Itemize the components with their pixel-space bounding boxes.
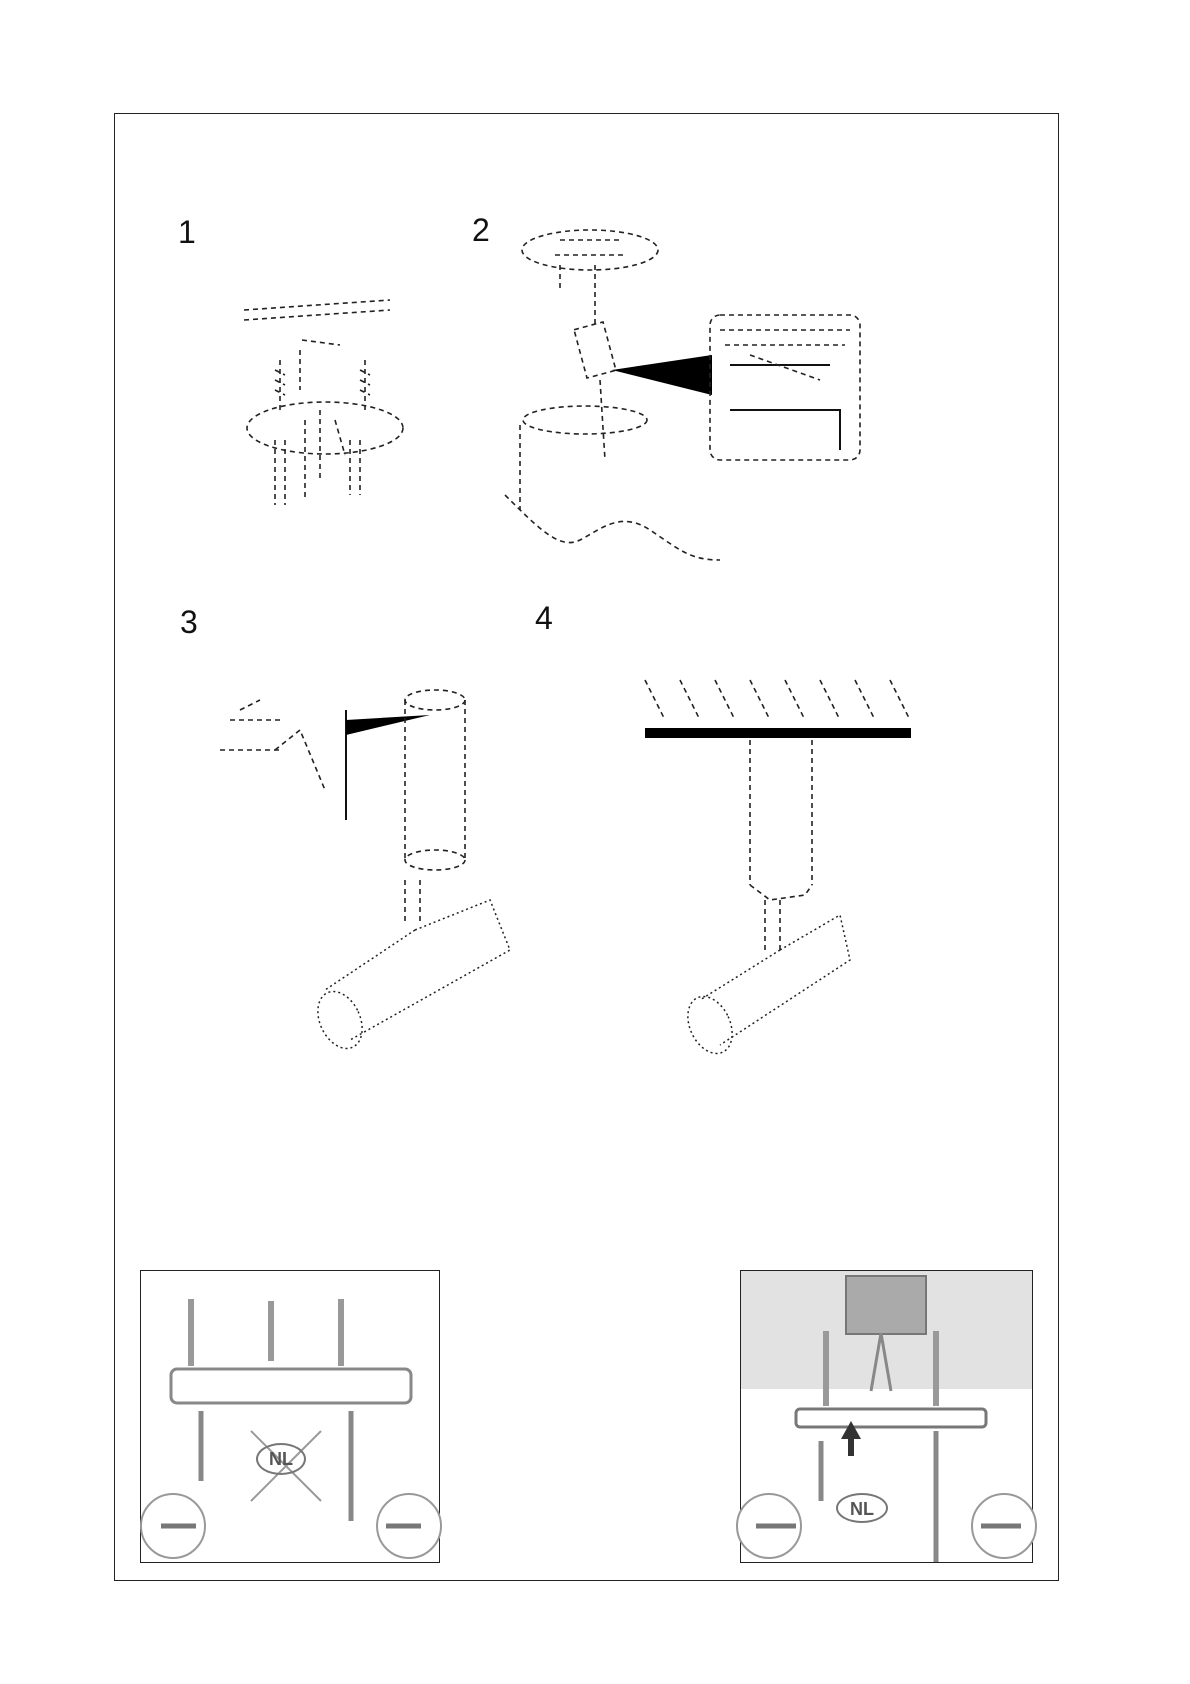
mounting-diagram-recommended: NL: [740, 1270, 1033, 1563]
bracket-junction-illustration: [741, 1271, 1032, 1562]
step-number-1: 1: [178, 216, 196, 248]
step-4-illustration: [640, 675, 930, 1075]
step-number-2: 2: [472, 214, 490, 246]
step-3-illustration: [200, 680, 520, 1060]
mounting-diagram-not-recommended: NL: [140, 1270, 440, 1563]
step-number-3: 3: [180, 606, 198, 638]
nl-badge-crossed: NL: [256, 1443, 306, 1475]
step-1-illustration: [230, 280, 420, 520]
step-number-4: 4: [535, 602, 553, 634]
step-2-illustration: [500, 220, 880, 570]
bracket-screws-illustration: [141, 1271, 439, 1562]
nl-badge: NL: [836, 1493, 888, 1523]
